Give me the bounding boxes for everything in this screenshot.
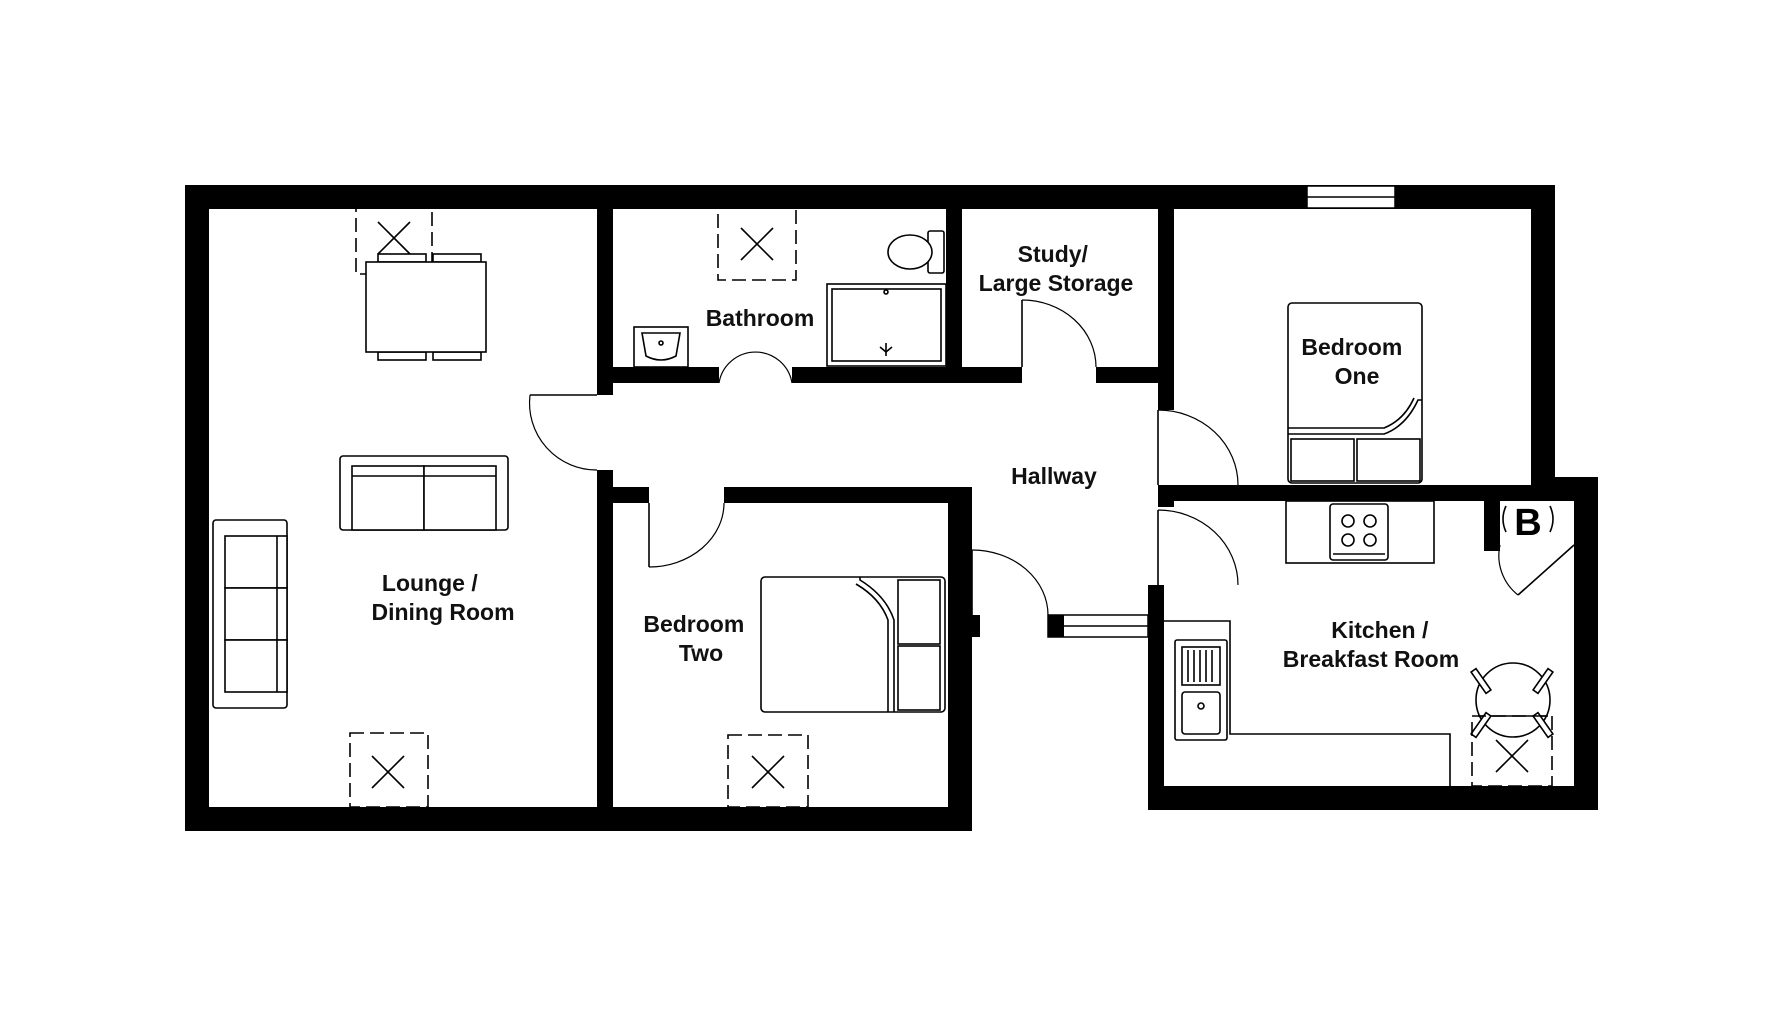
dining-table-icon <box>1469 662 1555 739</box>
radiator-icon <box>717 207 797 281</box>
sofa-icon <box>339 455 509 531</box>
room-label-bedroom-two: Bedroom Two <box>643 611 750 666</box>
kitchen-sink-icon <box>1174 639 1228 741</box>
radiator-icon <box>349 732 429 808</box>
toilet-icon <box>887 230 945 274</box>
doors <box>528 299 1575 616</box>
double-bed-icon <box>760 576 946 713</box>
radiator-icon <box>1471 715 1553 787</box>
kitchen-furniture <box>1164 500 1555 787</box>
sofa-icon <box>212 519 288 709</box>
shower-tray-icon <box>826 283 947 367</box>
hob-icon <box>1329 503 1389 561</box>
room-label-lounge: Lounge / Dining Room <box>371 570 514 625</box>
room-labels: Lounge / Dining Room Bathroom Study/ Lar… <box>371 241 1459 672</box>
boiler-icon: B <box>1502 502 1554 544</box>
room-label-study: Study/ Large Storage <box>979 241 1134 296</box>
bedroom-one-furniture <box>1287 302 1423 484</box>
double-bed-icon <box>1287 302 1423 484</box>
windows <box>1047 185 1396 638</box>
wash-basin-icon <box>633 326 689 368</box>
room-label-hallway: Hallway <box>1011 463 1097 489</box>
room-label-bathroom: Bathroom <box>706 305 815 331</box>
dining-table-icon <box>365 253 487 361</box>
bathroom-furniture <box>633 207 947 368</box>
room-label-kitchen: Kitchen / Breakfast Room <box>1283 617 1459 672</box>
boiler-label: B <box>1514 502 1541 544</box>
walls <box>185 185 1598 831</box>
bedroom-two-furniture <box>727 576 946 808</box>
radiator-icon <box>727 734 809 808</box>
room-label-bedroom-one: Bedroom One <box>1301 334 1408 389</box>
lounge-furniture <box>212 207 509 808</box>
